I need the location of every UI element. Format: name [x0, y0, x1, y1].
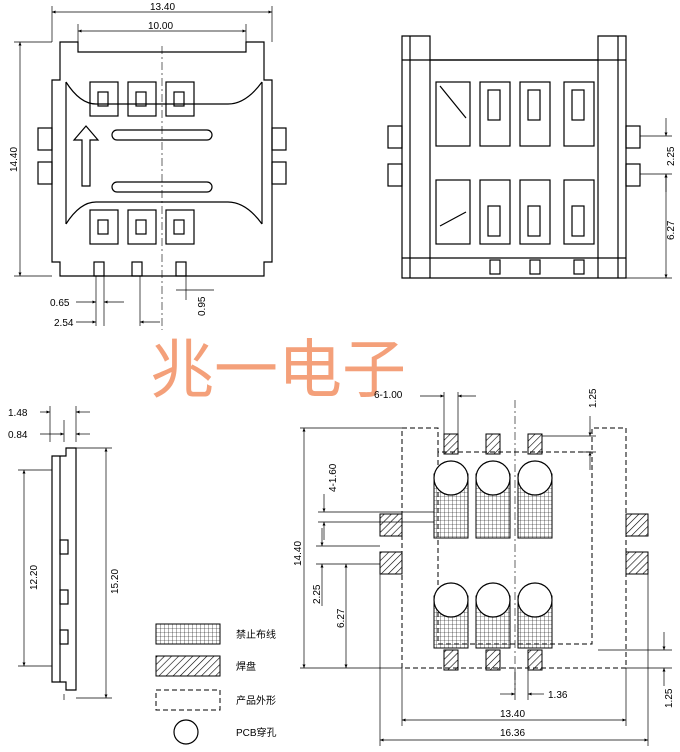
dim-pin-gap: 0.95	[197, 296, 208, 316]
dim-footprint-pad-width: 1.36	[548, 690, 568, 701]
bottom-pad	[527, 649, 543, 671]
dim-footprint-height: 14.40	[293, 541, 304, 566]
side-pad	[379, 551, 403, 575]
side-pad	[379, 513, 403, 537]
legend-label-pad: 焊盘	[236, 660, 256, 673]
side-pad	[625, 551, 649, 575]
side-pad	[625, 513, 649, 537]
upper-keepout-zones	[433, 460, 553, 539]
dim-pin-pitch: 2.54	[54, 318, 74, 329]
dim-footprint-pad-spec: 6-1.00	[374, 390, 403, 401]
legend-label-keepout: 禁止布线	[236, 628, 276, 641]
dim-right-tab-width: 2.25	[666, 146, 677, 166]
dim-right-tab-offset: 6.27	[666, 220, 677, 240]
dim-side-total-thickness: 1.48	[8, 408, 28, 419]
dim-top-height: 14.40	[9, 147, 20, 172]
top-left-view: 13.40 10.00 14.40	[9, 2, 287, 330]
legend-label-hole: PCB穿孔	[236, 726, 277, 739]
dim-top-width-overall: 13.40	[150, 2, 175, 13]
dim-side-body-thickness: 0.84	[8, 430, 28, 441]
footprint-view: 6-1.00 1.25 4-1.60 14.40 2.25 6.27 1.36	[293, 388, 675, 746]
insertion-arrow-icon	[72, 125, 100, 187]
dim-footprint-tab-width: 2.25	[312, 584, 323, 604]
legend-swatch-pad	[155, 655, 221, 677]
dim-top-width-inner: 10.00	[148, 21, 173, 32]
legend-swatch-outline	[155, 689, 221, 711]
lower-keepout-zones	[433, 582, 553, 649]
bottom-contacts	[89, 209, 195, 245]
dim-side-inner-length: 12.20	[29, 565, 40, 590]
bottom-pad	[485, 649, 501, 671]
dim-footprint-width-inner: 13.40	[500, 709, 525, 720]
dim-footprint-bottom-margin: 1.25	[664, 688, 675, 708]
dim-footprint-tab-offset: 6.27	[336, 608, 347, 628]
dim-footprint-hole-spec: 4-1.60	[328, 463, 339, 492]
legend: 禁止布线 焊盘 产品外形 PCB穿孔	[155, 623, 277, 745]
legend-label-outline: 产品外形	[236, 694, 276, 707]
top-right-view: 2.25 6.27	[387, 35, 677, 279]
watermark: 兆一电子	[150, 334, 406, 408]
legend-swatch-keepout	[155, 623, 221, 645]
dim-footprint-width-outer: 16.36	[500, 728, 525, 739]
side-view: 1.48 0.84 12.20 15.20	[8, 406, 121, 700]
top-pad	[443, 433, 459, 455]
top-contacts	[89, 81, 195, 117]
dim-pin-width: 0.65	[50, 298, 70, 309]
dim-side-outer-length: 15.20	[110, 569, 121, 594]
top-pad	[527, 433, 543, 455]
legend-swatch-hole	[173, 719, 199, 745]
top-pad	[485, 433, 501, 455]
dim-footprint-top-margin: 1.25	[588, 388, 599, 408]
bottom-pad	[443, 649, 459, 671]
